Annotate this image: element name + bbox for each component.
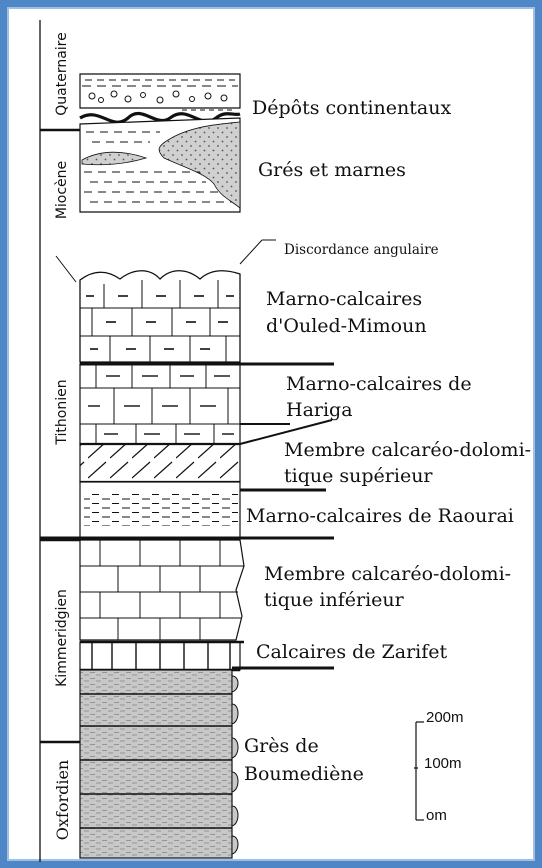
stage-column (39, 20, 80, 862)
label-depots-continentaux: Dépôts continentaux (252, 97, 451, 119)
scale-label-0m: om (426, 807, 447, 824)
stage-label-quaternaire: Quaternaire (54, 32, 70, 116)
unit-gres-et-marnes (79, 117, 241, 213)
unit-calcareo-dolomitique-superieur (79, 419, 333, 484)
label-discordance: Discordance angulaire (284, 242, 439, 258)
label-boumediene-line2: Boumediène (244, 763, 364, 785)
unit-depots-continentaux (79, 73, 241, 124)
stage-labels: Quaternaire Miocène Tithonien Kimmeridgi… (53, 32, 72, 840)
label-hariga-line2: Hariga (286, 399, 353, 421)
label-gres-et-marnes: Grés et marnes (258, 159, 406, 181)
scale-label-100m: 100m (424, 755, 462, 772)
label-ouled-line1: Marno-calcaires (266, 288, 422, 310)
unit-gres-boumediene (79, 669, 239, 859)
unit-ouled-mimoun (79, 270, 241, 363)
label-raourai: Marno-calcaires de Raourai (246, 505, 514, 527)
stage-label-miocene: Miocène (54, 161, 70, 219)
stage-label-oxfordien: Oxfordien (53, 760, 72, 840)
unit-labels: Dépôts continentaux Grés et marnes Disco… (244, 97, 531, 785)
label-sup-line1: Membre calcaréo-dolomi- (284, 439, 531, 461)
label-ouled-line2: d'Ouled-Mimoun (266, 315, 427, 337)
discordance-marker (55, 239, 276, 283)
unit-hariga (79, 362, 334, 445)
label-sup-line2: tique supérieur (284, 465, 433, 487)
label-inf-line1: Membre calcaréo-dolomi- (264, 563, 511, 585)
unit-raourai (40, 481, 334, 540)
stage-label-kimmeridgien: Kimmeridgien (54, 589, 70, 687)
scale-label-200m: 200m (426, 709, 464, 726)
label-inf-line2: tique inférieur (264, 589, 405, 611)
scale-bar: 200m 100m om (414, 709, 464, 824)
label-hariga-line1: Marno-calcaires de (286, 373, 472, 395)
unit-calcareo-dolomitique-inferieur (79, 539, 245, 641)
label-boumediene-line1: Grès de (244, 735, 319, 757)
label-zarifet: Calcaires de Zarifet (256, 641, 448, 663)
stage-label-tithonien: Tithonien (54, 379, 70, 445)
